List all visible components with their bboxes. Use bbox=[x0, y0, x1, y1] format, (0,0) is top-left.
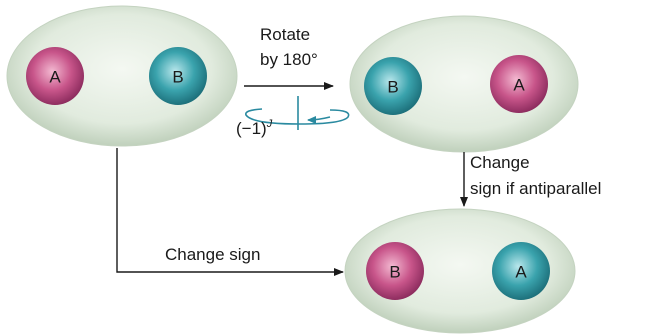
atom-teal bbox=[364, 57, 422, 115]
change-sign-if-label-line1: Change bbox=[470, 153, 530, 172]
phase-factor-label: (−1)J bbox=[236, 118, 273, 138]
molecule-original-body bbox=[6, 5, 238, 147]
atom-magenta bbox=[490, 55, 548, 113]
rotate-label-line1: Rotate bbox=[260, 25, 310, 44]
atom-label: B bbox=[172, 68, 183, 87]
atom-teal bbox=[492, 242, 550, 300]
atom-label: B bbox=[387, 78, 398, 97]
atom-label: B bbox=[389, 263, 400, 282]
atom-label: A bbox=[513, 76, 525, 95]
molecule-original: A B bbox=[6, 5, 238, 147]
rotation-arrowhead bbox=[307, 115, 331, 124]
atom-label: A bbox=[515, 263, 527, 282]
molecule-rotated: B A bbox=[349, 15, 579, 153]
change-sign-if-label-line2: sign if antiparallel bbox=[470, 179, 601, 198]
atom-magenta bbox=[26, 47, 84, 105]
change-sign-label: Change sign bbox=[165, 245, 260, 264]
molecule-exchanged-body bbox=[344, 208, 576, 334]
molecule-exchanged: B A bbox=[344, 208, 576, 334]
rotation-circular-arrow bbox=[245, 108, 350, 125]
rotate-label-line2: by 180° bbox=[260, 50, 318, 69]
atom-label: A bbox=[49, 68, 61, 87]
atom-teal bbox=[149, 47, 207, 105]
change-sign-arrow bbox=[116, 148, 344, 276]
atom-magenta bbox=[366, 242, 424, 300]
rotation-icon bbox=[245, 96, 350, 130]
